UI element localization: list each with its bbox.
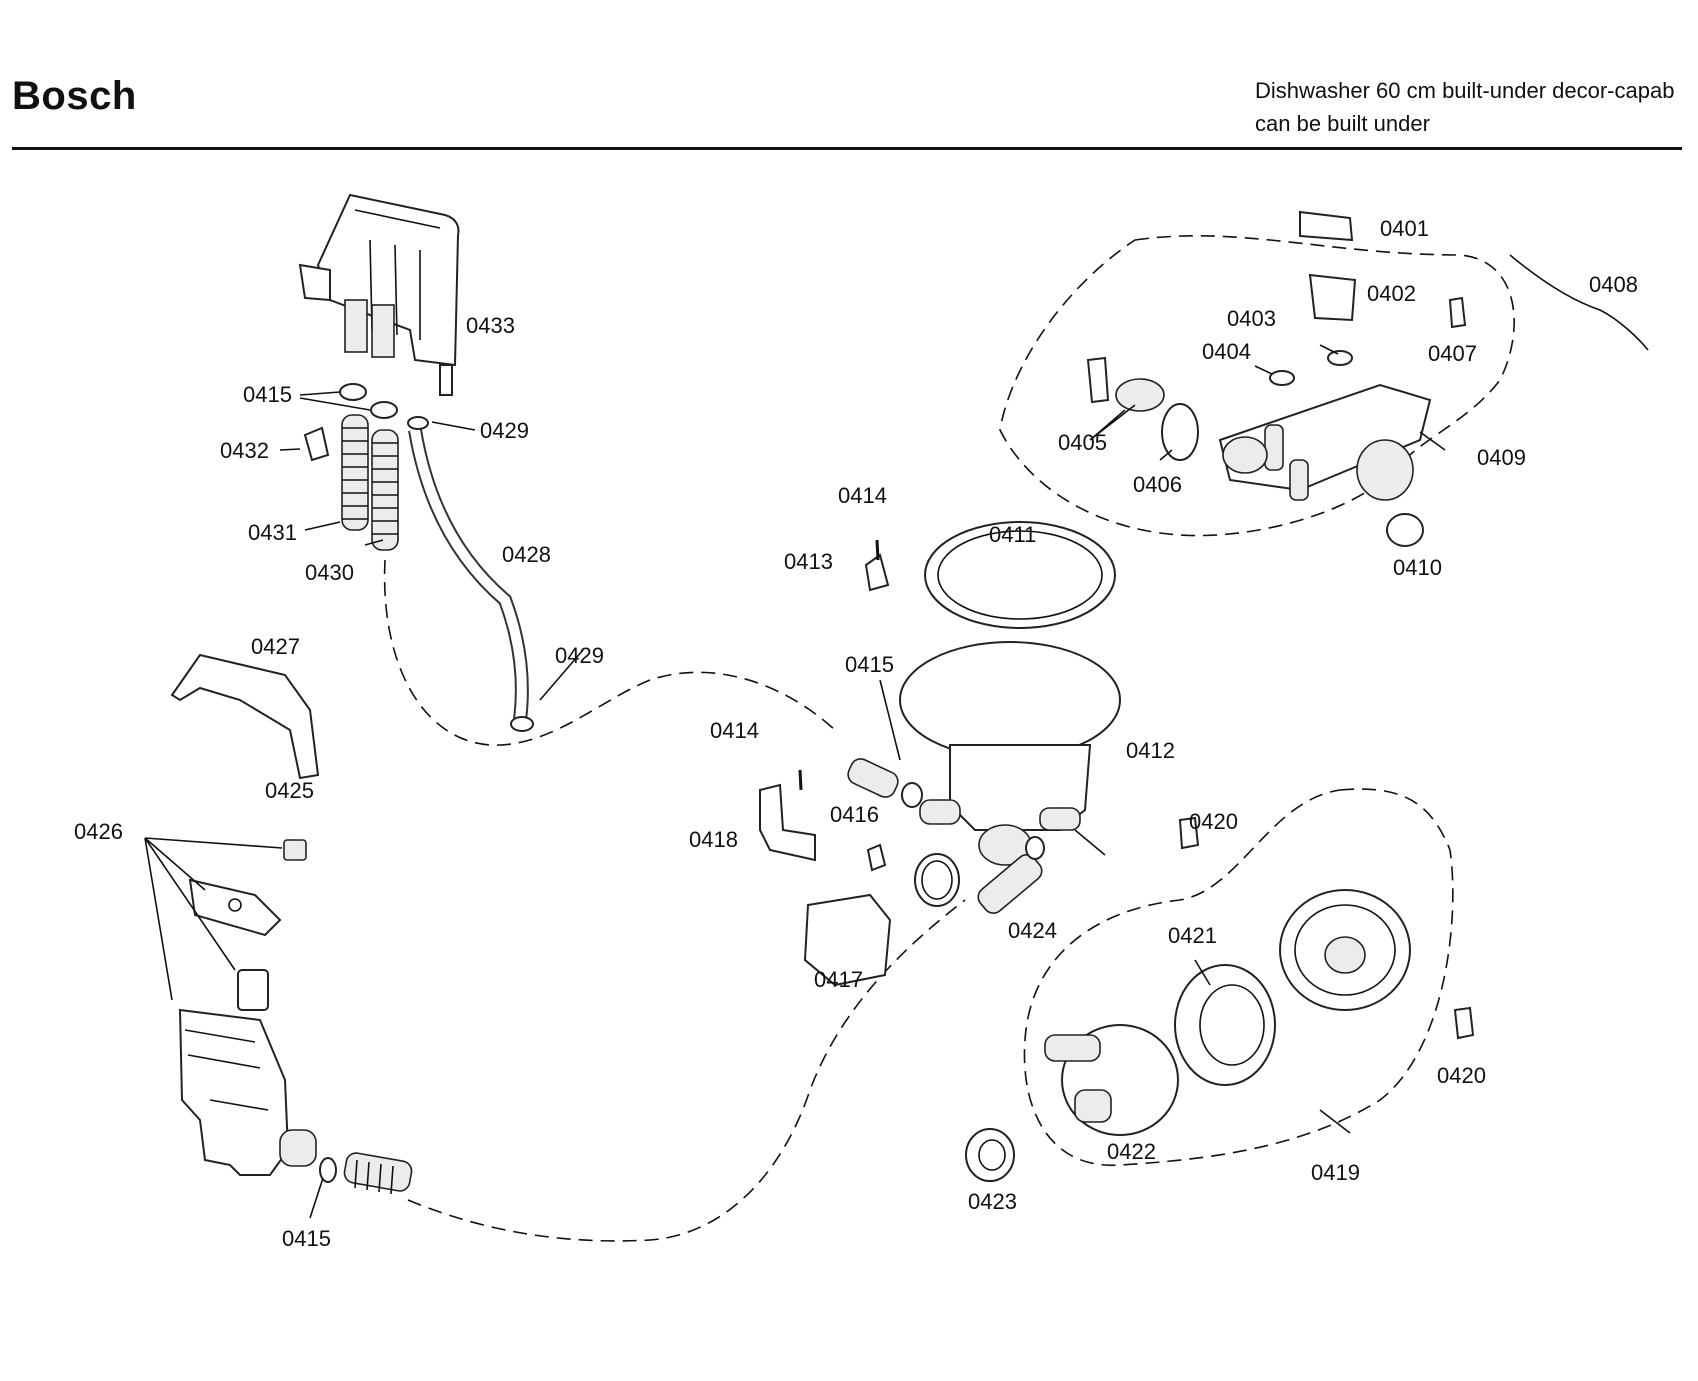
part-0415-ring-upper (339, 383, 367, 401)
part-0414-screw-lower (798, 769, 803, 791)
part-0418-bracket (759, 783, 816, 862)
part-0401-cover (1299, 210, 1354, 242)
callout-0411: 0411 (989, 522, 1036, 547)
part-0417-pump-module (803, 893, 892, 987)
part-0426-valve-unit (178, 1008, 317, 1176)
callout-0427: 0427 (251, 634, 300, 659)
part-0415-bellows-lower (343, 1152, 413, 1195)
part-0413-clip (864, 553, 890, 592)
callout-0426: 0426 (74, 819, 123, 844)
callout-0415-sump: 0415 (845, 652, 894, 677)
part-0415-ring-lower (319, 1157, 337, 1183)
callout-0410: 0410 (1393, 555, 1442, 580)
header-rule (12, 147, 1682, 150)
hose-path-lower (407, 899, 966, 1242)
model-description-line-1: Dishwasher 60 cm built-under decor-capab (1255, 78, 1675, 103)
callout-0415-upper: 0415 (243, 382, 292, 407)
hose-path-upper (383, 559, 836, 746)
part-0433-distributor (298, 193, 460, 396)
callout-0423: 0423 (968, 1189, 1017, 1214)
callout-0414-upper: 0414 (838, 483, 887, 508)
part-0420-clip-lower (1453, 1006, 1475, 1040)
part-0416-clip (866, 843, 887, 872)
part-0415-ring-upper-2 (370, 401, 398, 419)
part-0405-sensor (1115, 378, 1165, 412)
part-0403-ring (1327, 350, 1353, 366)
part-0420-clip-upper (1178, 816, 1200, 850)
part-0414-screw-upper (875, 539, 880, 561)
part-0431-bellows (341, 414, 369, 531)
model-description: Dishwasher 60 cm built-under decor-capab… (1255, 74, 1674, 140)
leader-lines (144, 344, 1446, 1219)
callout-0433: 0433 (466, 313, 515, 338)
part-0410-clamp (1386, 513, 1424, 547)
callout-0405: 0405 (1058, 430, 1107, 455)
part-0422-pump-volute (1044, 1024, 1179, 1136)
callout-0401: 0401 (1380, 216, 1429, 241)
callout-0420-lower: 0420 (1437, 1063, 1486, 1088)
part-0430-bellows (371, 429, 399, 551)
part-0429-clamp-upper (407, 416, 429, 430)
part-0407-clip (1448, 296, 1467, 329)
part-0423-grommet (965, 1128, 1015, 1182)
callout-0421: 0421 (1168, 923, 1217, 948)
part-0406-seal (1161, 403, 1199, 461)
model-description-line-2: can be built under (1255, 111, 1430, 136)
part-0415-bellows-sump (847, 758, 899, 798)
part-0408-wire (1509, 254, 1649, 351)
callout-0406: 0406 (1133, 472, 1182, 497)
callout-0404: 0404 (1202, 339, 1251, 364)
assembly-outline-0419 (1023, 788, 1454, 1166)
part-0402-valve (1308, 273, 1357, 322)
part-0428-hose (408, 428, 529, 721)
callout-0408: 0408 (1589, 272, 1638, 297)
callout-0424: 0424 (1008, 918, 1057, 943)
part-0404-ring (1269, 370, 1295, 386)
part-0424-ring (1025, 836, 1045, 860)
part-0426-cap (237, 969, 269, 1011)
callout-0418: 0418 (689, 827, 738, 852)
callout-0412: 0412 (1126, 738, 1175, 763)
callout-0425: 0425 (265, 778, 314, 803)
callout-0414-lower: 0414 (710, 718, 759, 743)
part-0409-heater-manifold (1218, 383, 1432, 501)
callout-0409: 0409 (1477, 445, 1526, 470)
callout-0407: 0407 (1428, 341, 1477, 366)
part-0425-plug (283, 839, 307, 861)
callout-0422: 0422 (1107, 1139, 1156, 1164)
callout-0417: 0417 (814, 967, 863, 992)
part-0411-filter-ring (924, 521, 1116, 629)
part-0432-clip (303, 426, 330, 462)
callout-0403: 0403 (1227, 306, 1276, 331)
part-0405-clip (1086, 356, 1110, 404)
callout-0416: 0416 (830, 802, 879, 827)
callout-0432: 0432 (220, 438, 269, 463)
callout-0415-lower: 0415 (282, 1226, 331, 1251)
callout-0420-upper: 0420 (1189, 809, 1238, 834)
callout-labels: 0401 0402 0403 0404 0405 0406 0407 0408 … (74, 216, 1638, 1251)
part-0415-ring-sump (901, 782, 923, 808)
callout-0419: 0419 (1311, 1160, 1360, 1185)
part-0412-sump (899, 641, 1121, 866)
callout-0413: 0413 (784, 549, 833, 574)
brand-title: Bosch (12, 74, 137, 118)
assembly-outline-0409 (999, 235, 1515, 537)
part-0424-bellows (977, 854, 1043, 914)
callout-0428: 0428 (502, 542, 551, 567)
part-0427-cover (170, 653, 320, 780)
callout-0429-lower: 0429 (555, 643, 604, 668)
callout-0430: 0430 (305, 560, 354, 585)
part-0419-circulation-pump (1279, 889, 1411, 1011)
callout-0429-upper: 0429 (480, 418, 529, 443)
callout-0431: 0431 (248, 520, 297, 545)
callout-0402: 0402 (1367, 281, 1416, 306)
part-0429-clamp-lower (510, 716, 534, 732)
part-0421-impeller-housing (1174, 964, 1276, 1086)
